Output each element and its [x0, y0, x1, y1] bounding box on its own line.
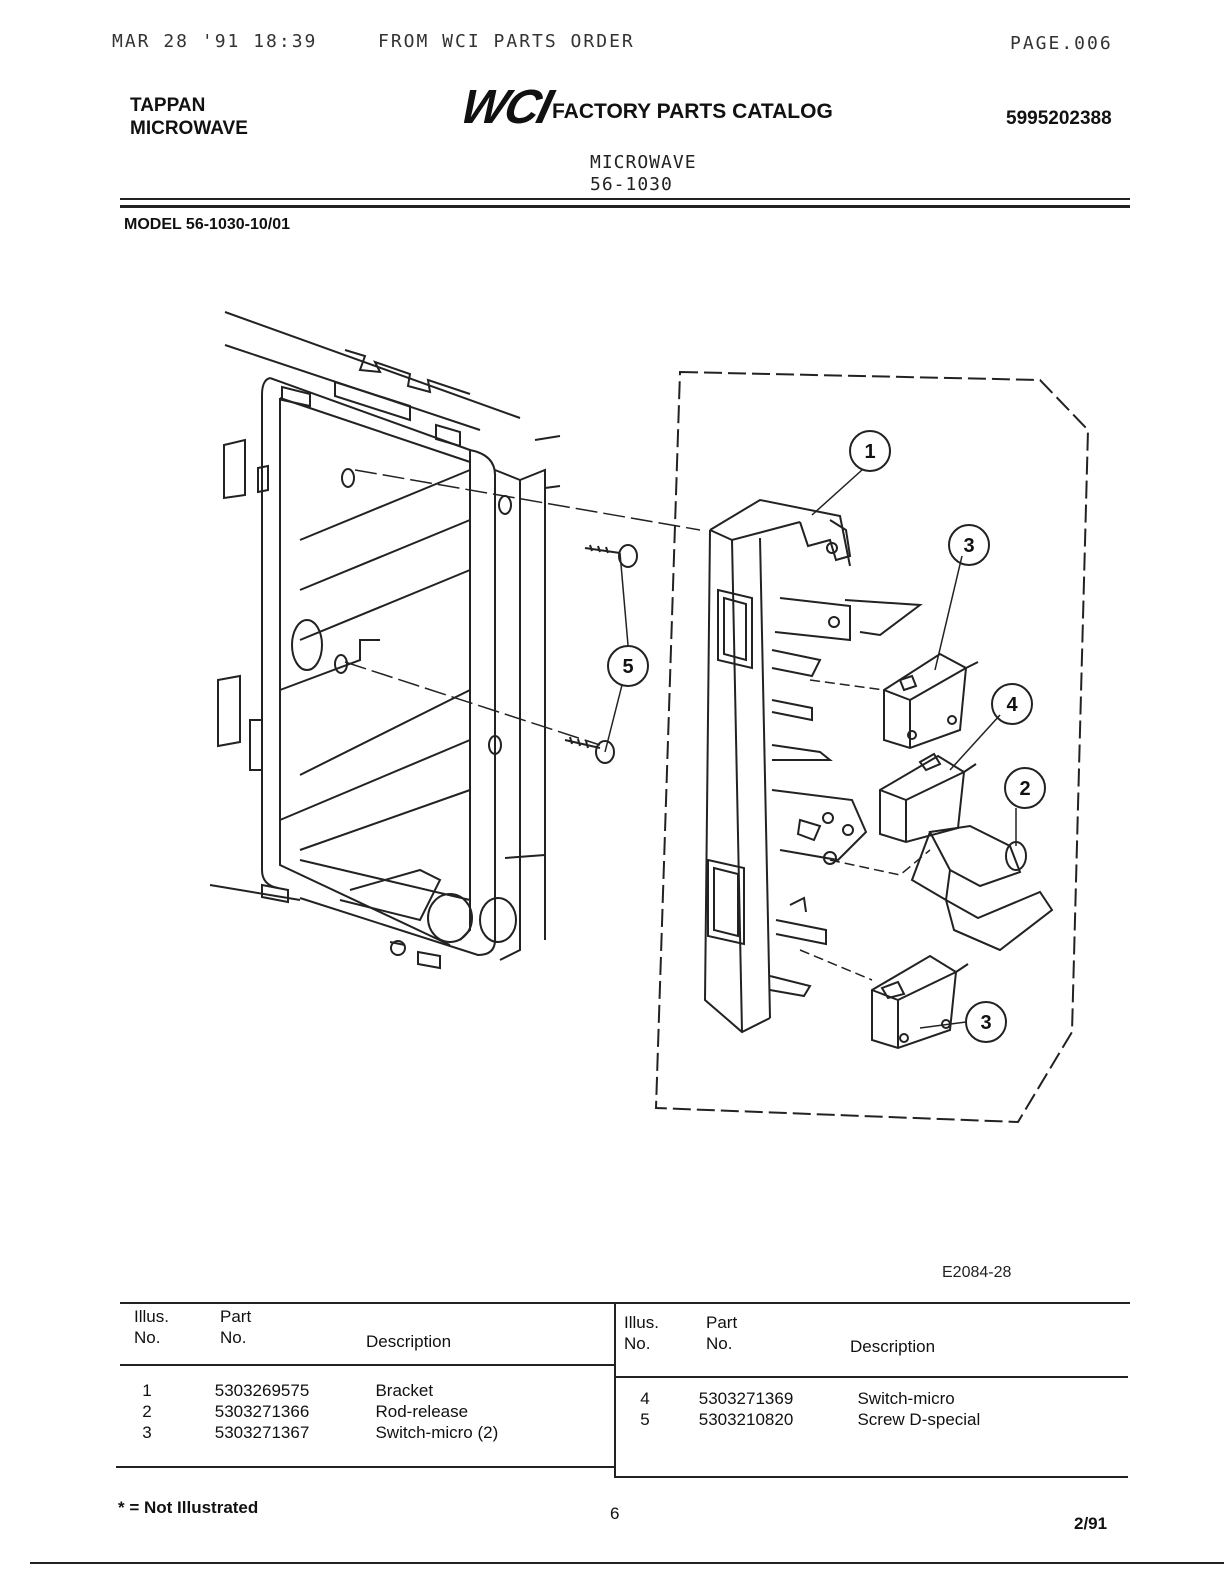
section-heading: MICROWAVE 56-1030 [590, 152, 697, 196]
parts-list-right: 4 5303271369 Switch-micro 5 5303210820 S… [638, 1388, 1126, 1430]
fax-page-number: PAGE.006 [1010, 33, 1113, 54]
table-row: 2 5303271366 Rod-release [142, 1402, 469, 1421]
section-name: MICROWAVE [590, 152, 697, 173]
switch-micro-bottom [871, 954, 969, 1050]
catalog-number: 5995202388 [1006, 108, 1112, 129]
model-number: MODEL 56-1030-10/01 [124, 216, 291, 233]
table-row: 1 5303269575 Bracket [142, 1381, 434, 1400]
table-rule-header-left [120, 1364, 614, 1366]
table-rule-top [120, 1302, 1130, 1304]
table-rule-bottom-left [116, 1466, 616, 1468]
callout-label-3-top: 3 [963, 535, 974, 557]
brand-line-1: TAPPAN [130, 95, 206, 116]
callout-label-4: 4 [1006, 694, 1018, 716]
header-description-left: Description [366, 1332, 452, 1351]
brand-line-2: MICROWAVE [130, 118, 248, 139]
callout-label-3-bottom: 3 [980, 1012, 991, 1034]
table-row: 5 5303210820 Screw D-special [640, 1410, 981, 1429]
door-frame-assembly [209, 311, 561, 970]
header-part-right: Part No. [706, 1313, 738, 1353]
callout-label-5: 5 [622, 656, 633, 678]
bracket-part [703, 498, 923, 1034]
header-part-left: Part No. [220, 1307, 252, 1347]
parts-list-left: 1 5303269575 Bracket 2 5303271366 Rod-re… [140, 1380, 610, 1443]
section-code: 56-1030 [590, 174, 673, 195]
table-row: 3 5303271367 Switch-micro (2) [142, 1423, 499, 1442]
header-rule-bottom [120, 205, 1130, 208]
rod-release-part [910, 824, 1054, 952]
callout-circle-4 [991, 683, 1033, 725]
table-rule-bottom-right [616, 1476, 1128, 1478]
header-description-right: Description [850, 1337, 936, 1356]
callout-circle-3-bottom [965, 1001, 1007, 1043]
header-illus-right: Illus. No. [624, 1313, 659, 1353]
header-illus-left: Illus. No. [134, 1307, 169, 1347]
table-divider [614, 1302, 616, 1478]
fax-from-line: FROM WCI PARTS ORDER [378, 31, 635, 52]
page-bottom-rule [30, 1562, 1224, 1564]
exploded-parts-diagram: 1 3 5 4 2 3 [209, 311, 1090, 1124]
switch-assembly-box [654, 370, 1090, 1124]
not-illustrated-note: * = Not Illustrated [118, 1498, 259, 1517]
brand-name: TAPPAN MICROWAVE [130, 94, 248, 140]
table-row: 4 5303271369 Switch-micro [640, 1389, 955, 1408]
switch-micro-top [883, 652, 979, 750]
callout-circle-5 [607, 645, 649, 687]
catalog-title: FACTORY PARTS CATALOG [552, 100, 833, 123]
callout-circle-2 [1004, 767, 1046, 809]
callout-circle-3-top [948, 524, 990, 566]
diagram-reference: E2084-28 [942, 1264, 1012, 1281]
switch-micro-middle [879, 752, 977, 844]
catalog-date: 2/91 [1074, 1514, 1108, 1533]
page-number: 6 [610, 1504, 620, 1523]
callout-circle-1 [849, 430, 891, 472]
header-rule-top [120, 198, 1130, 200]
callout-label-1: 1 [864, 441, 875, 463]
alignment-lines [344, 469, 1017, 1029]
table-rule-header-right [616, 1376, 1128, 1378]
fax-timestamp: MAR 28 '91 18:39 [112, 31, 318, 52]
callout-label-2: 2 [1019, 778, 1030, 800]
screw-parts [564, 544, 638, 764]
